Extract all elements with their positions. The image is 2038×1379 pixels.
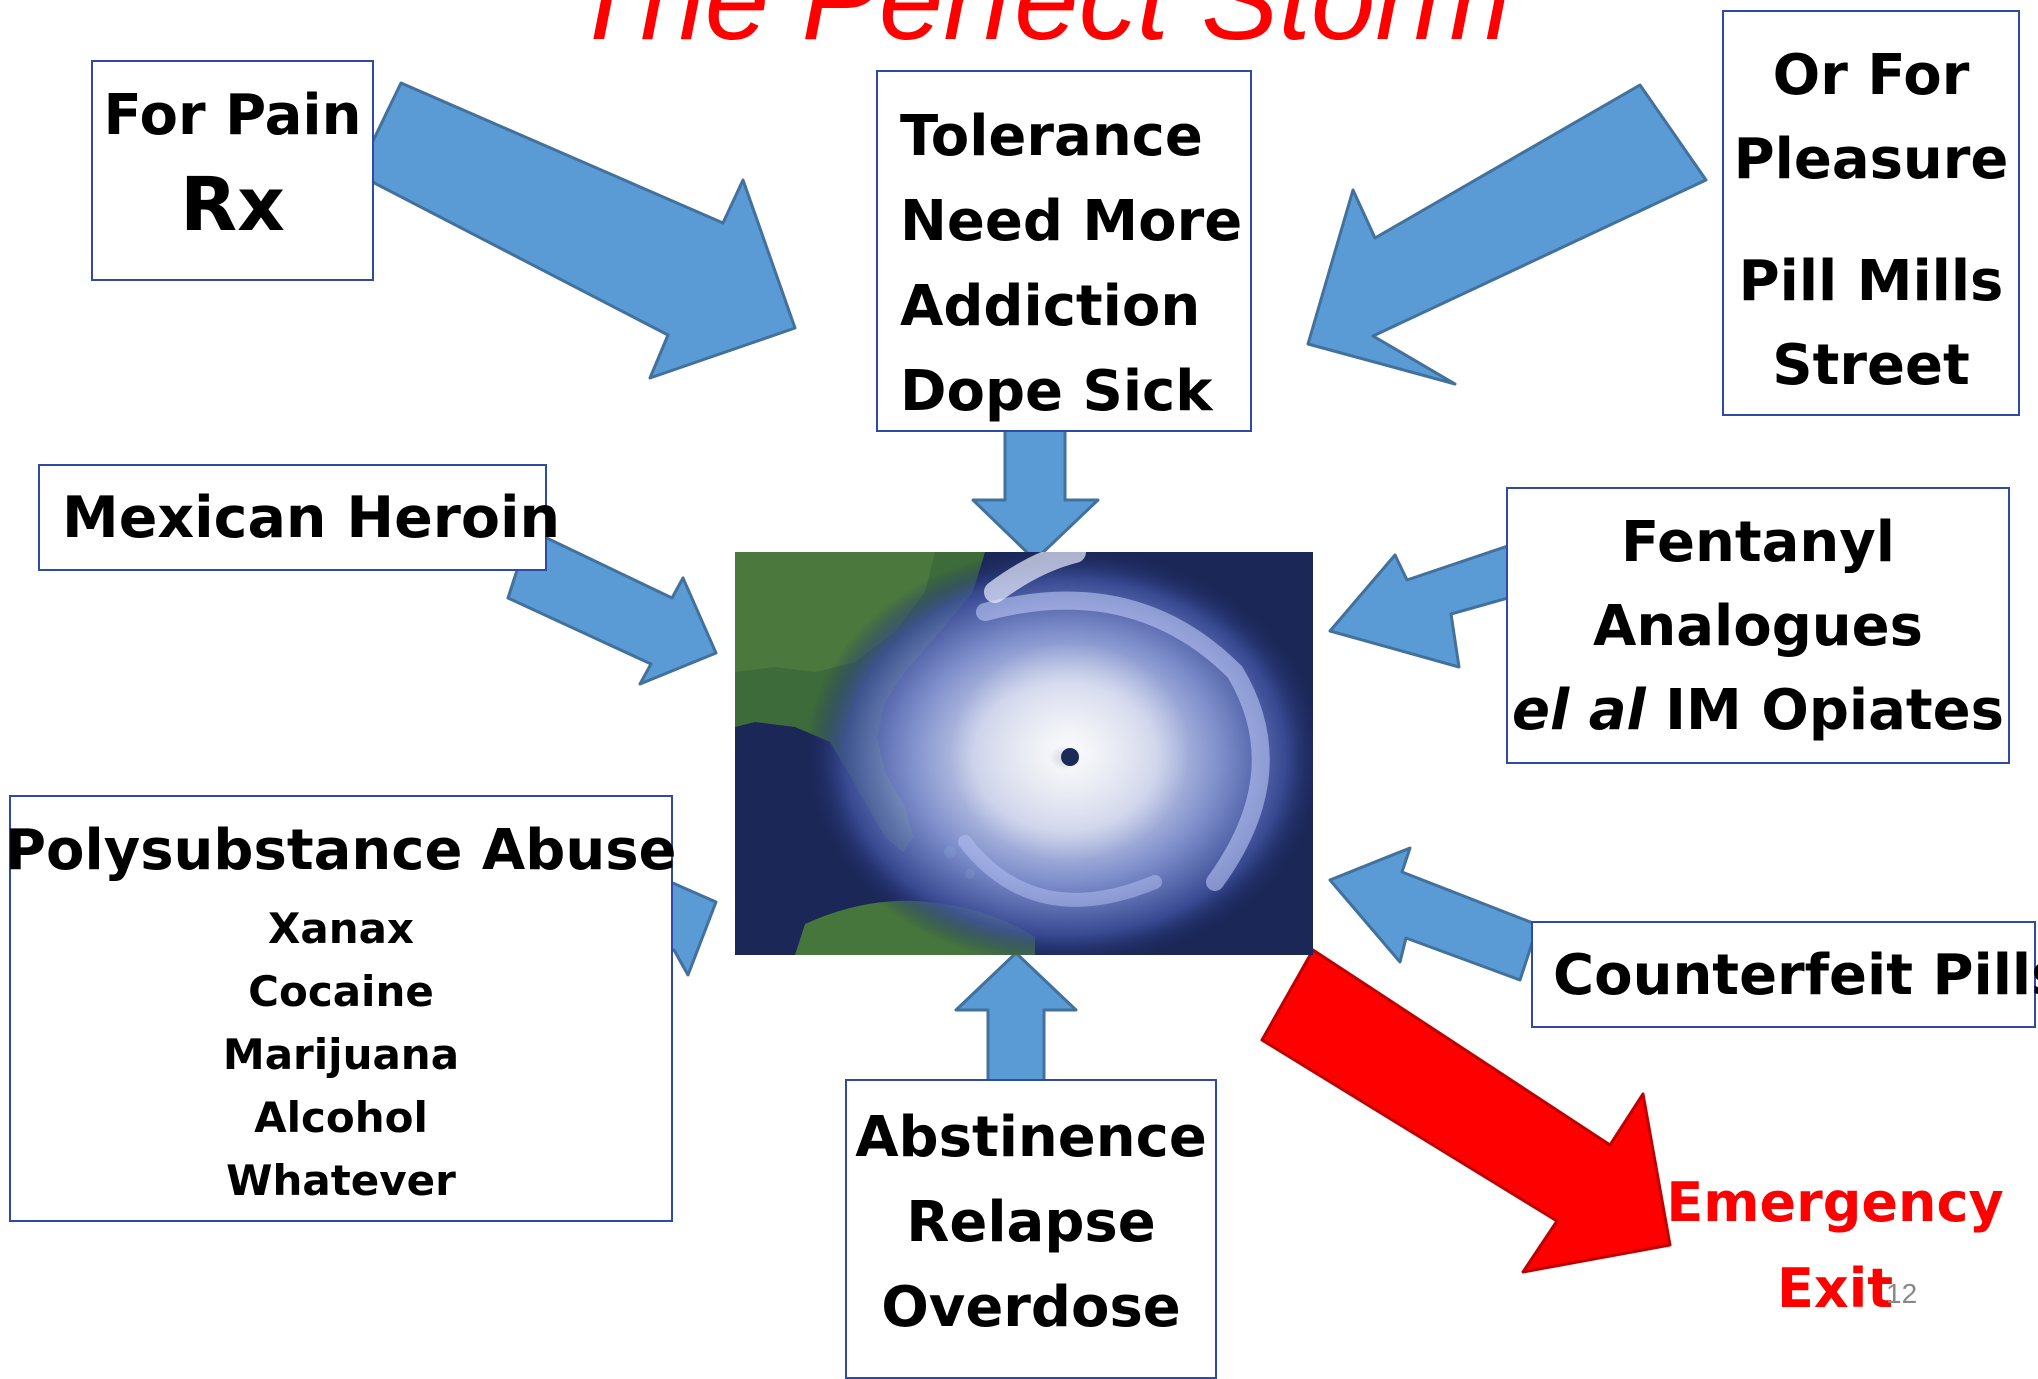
addiction-line: Addiction — [900, 274, 1201, 339]
emergency-exit-arrow — [1260, 948, 1672, 1274]
list-item: Whatever — [226, 1156, 456, 1205]
slide-title: The Perfect Storm — [0, 0, 2038, 69]
polysubstance-list: Xanax Cocaine Marijuana Alcohol Whatever — [11, 897, 671, 1212]
arrow-pain-to-tolerance — [355, 81, 797, 380]
or-for-line: Or For — [1772, 43, 1970, 108]
pleasure-line: Pleasure — [1733, 127, 2009, 192]
counterfeit-pills-label: Counterfeit Pills — [1553, 943, 2038, 1008]
for-pain-label: For Pain — [103, 83, 362, 148]
box-or-for-pleasure: Or For Pleasure Pill Mills Street — [1722, 10, 2020, 416]
box-mexican-heroin: Mexican Heroin — [38, 464, 561, 571]
mexican-heroin-label: Mexican Heroin — [62, 485, 561, 551]
emergency-exit-label: Emergency Exit — [1665, 1160, 2005, 1333]
street-line: Street — [1772, 333, 1970, 398]
fentanyl-line: Fentanyl — [1621, 510, 1895, 575]
box-abstinence: Abstinence Relapse Overdose — [845, 1079, 1217, 1379]
list-item: Alcohol — [254, 1093, 428, 1142]
overdose-line: Overdose — [881, 1275, 1181, 1340]
pill-mills-line: Pill Mills — [1738, 249, 2004, 314]
tolerance-line: Tolerance — [900, 104, 1203, 169]
box-for-pain: For Pain Rx — [91, 60, 374, 281]
relapse-line: Relapse — [906, 1190, 1156, 1255]
dope-sick-line: Dope Sick — [900, 359, 1213, 424]
need-more-line: Need More — [900, 189, 1243, 254]
box-fentanyl: Fentanyl Analogues el al IM Opiates — [1506, 487, 2010, 764]
hurricane-satellite-image — [735, 552, 1313, 955]
box-counterfeit-pills: Counterfeit Pills — [1531, 921, 2038, 1028]
page-number: 12 — [1886, 1278, 1918, 1309]
list-item: Marijuana — [222, 1030, 460, 1079]
arrow-heroin-to-storm — [506, 528, 718, 686]
list-item: Cocaine — [248, 967, 434, 1016]
rx-label: Rx — [180, 162, 285, 248]
im-opiates-text: IM Opiates — [1645, 678, 2004, 743]
abstinence-line: Abstinence — [855, 1105, 1207, 1170]
im-opiates-line: el al IM Opiates — [1508, 669, 2008, 753]
box-polysubstance-abuse: Polysubstance Abuse Xanax Cocaine Mariju… — [5, 795, 677, 1222]
arrow-abstinence-up — [954, 951, 1078, 1102]
polysubstance-heading: Polysubstance Abuse — [5, 818, 677, 883]
el-al-italic: el al — [1512, 678, 1646, 743]
emergency-line: Emergency — [1666, 1171, 2004, 1234]
list-item: Xanax — [267, 904, 415, 953]
analogues-line: Analogues — [1593, 594, 1923, 659]
arrow-pleasure-to-tolerance — [1306, 83, 1708, 386]
box-tolerance: Tolerance Need More Addiction Dope Sick — [876, 70, 1252, 432]
exit-line: Exit — [1776, 1257, 1894, 1321]
arrow-counterfeit-to-storm — [1328, 846, 1540, 982]
